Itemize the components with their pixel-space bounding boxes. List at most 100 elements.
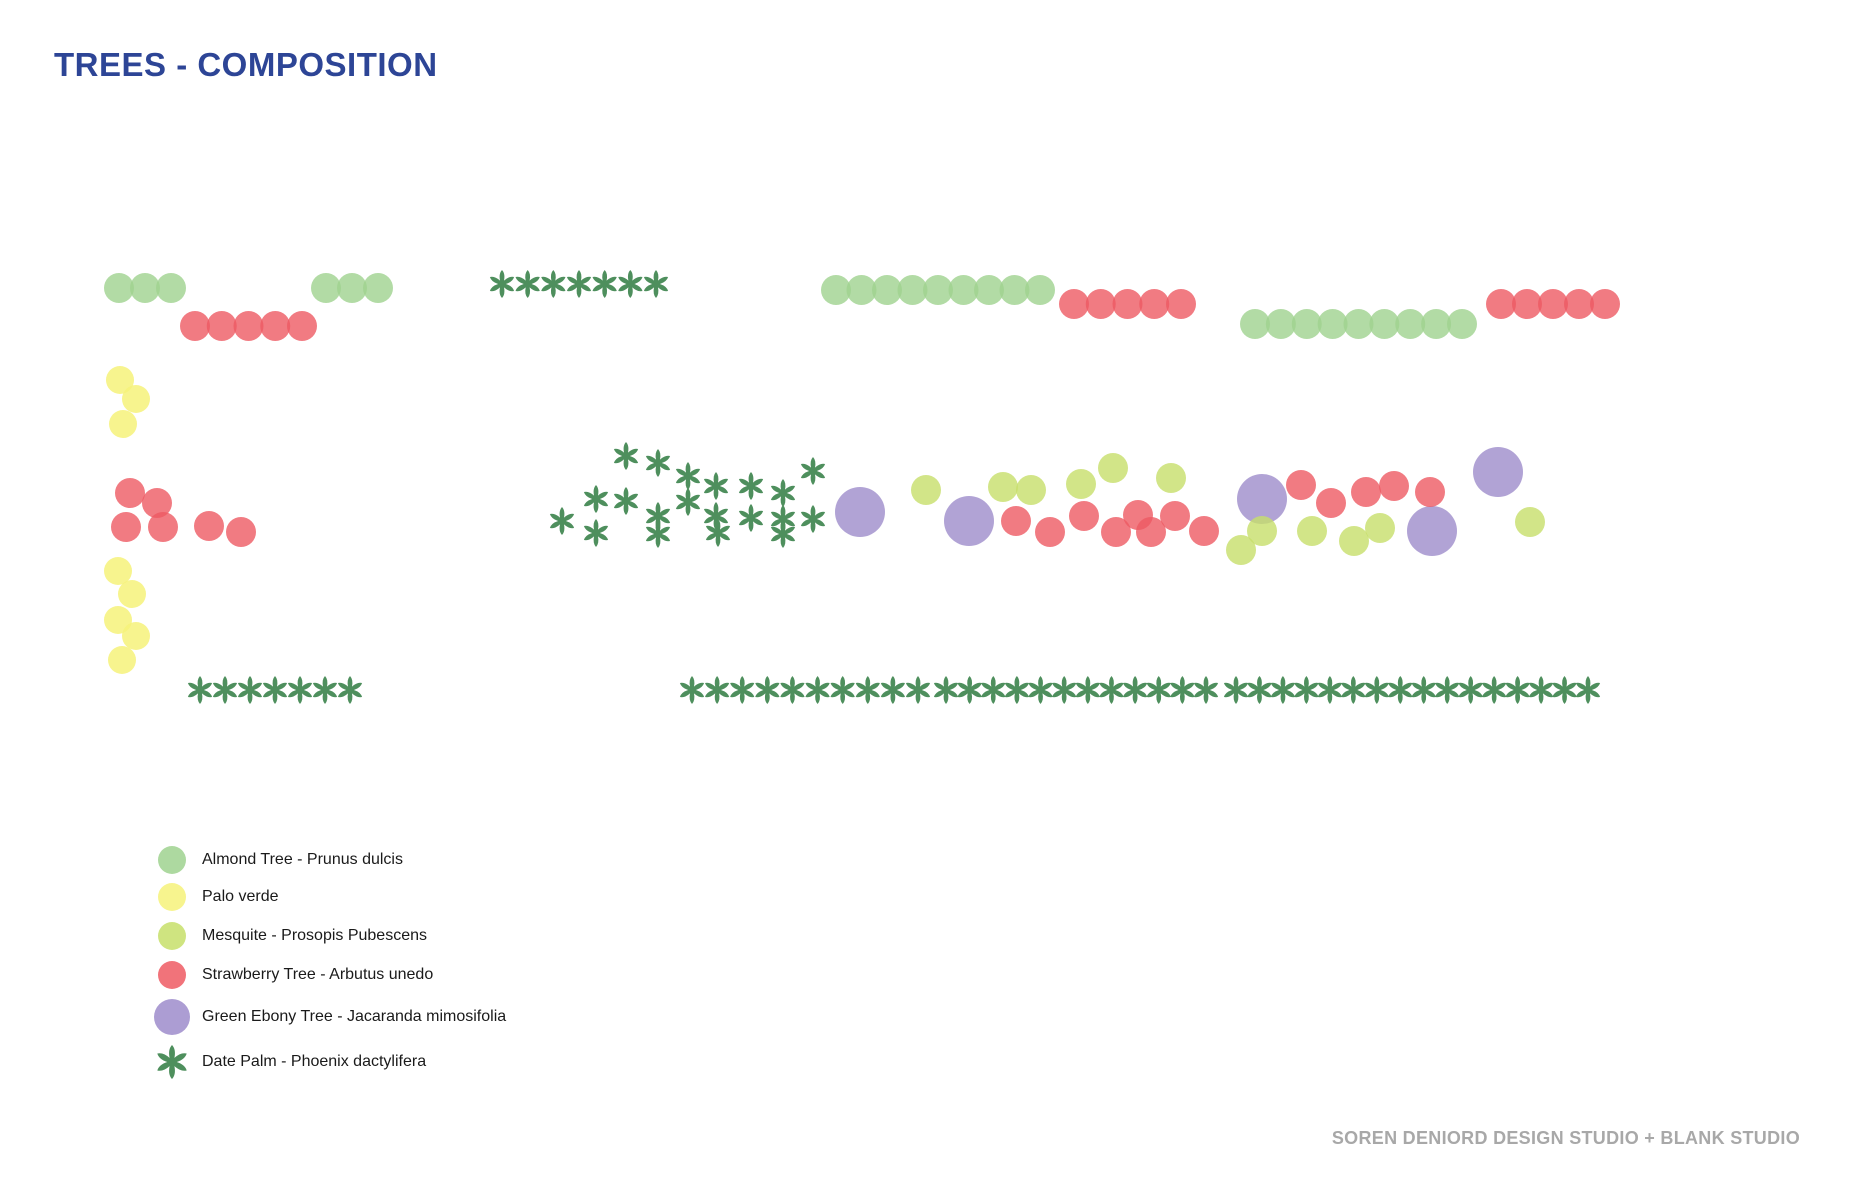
almond-tree-marker [1240,309,1270,339]
almond-tree-marker [337,273,367,303]
palm-tree-marker [1505,676,1530,704]
ebony-tree-marker [835,487,885,537]
large-circle-icon [150,999,194,1035]
mesquite-tree-marker [1247,516,1277,546]
palm-tree-marker [1482,676,1507,704]
strawberry-tree-marker [1286,470,1316,500]
strawberry-tree-marker [1136,517,1166,547]
palm-tree-marker [770,520,796,548]
palm-tree-marker [613,487,639,515]
palm-tree-marker [1247,676,1272,704]
almond-tree-marker [974,275,1004,305]
palm-tree-marker [675,488,701,516]
palo-tree-marker [104,606,132,634]
palm-tree-marker [1146,676,1171,704]
palm-tree-marker [287,676,313,704]
almond-tree-marker [846,275,877,305]
palm-tree-marker [592,270,617,298]
strawberry-tree-marker [226,517,256,547]
strawberry-tree-marker [1512,289,1542,319]
strawberry-tree-marker [206,311,237,341]
circle-icon [150,879,194,915]
palm-tree-marker [770,479,796,507]
strawberry-tree-marker [142,488,172,518]
palm-tree-marker [1388,676,1413,704]
legend-item-mesquite: Mesquite - Prosopis Pubescens [150,918,427,954]
mesquite-tree-marker [988,472,1018,502]
palm-tree-marker [800,457,826,485]
strawberry-tree-marker [1486,289,1516,319]
page-title: TREES - COMPOSITION [54,46,438,83]
palo-tree-marker [118,580,146,608]
palm-tree-marker [1052,676,1077,704]
strawberry-tree-marker [111,512,141,542]
legend-item-palm: Date Palm - Phoenix dactylifera [150,1044,426,1080]
mesquite-tree-marker [1297,516,1327,546]
ebony-tree-marker [1473,447,1523,497]
palm-tree-marker [549,507,575,535]
palm-tree-marker [1193,676,1219,704]
almond-tree-marker [897,275,928,305]
mesquite-tree-marker [1098,453,1128,483]
palm-tree-marker [679,676,705,704]
legend-item-ebony: Green Ebony Tree - Jacaranda mimosifolia [150,999,506,1035]
palm-tree-marker [770,505,796,533]
palm-tree-marker [730,676,755,704]
mesquite-tree-marker [1365,513,1395,543]
palm-tree-marker [705,676,730,704]
strawberry-tree-marker [1059,289,1089,319]
legend-label: Date Palm - Phoenix dactylifera [202,1053,427,1070]
circle-icon [150,957,194,993]
mesquite-tree-marker [1226,535,1256,565]
strawberry-tree-marker [1379,471,1409,501]
palm-tree-marker [1575,676,1601,704]
palm-tree-marker [1364,676,1389,704]
palm-tree-marker [1170,676,1195,704]
palm-tree-marker [703,502,729,530]
palm-tree-marker [830,676,855,704]
almond-tree-marker [1369,309,1400,339]
almond-tree-marker [156,273,186,303]
palm-tree-marker [1458,676,1483,704]
palm-tree-marker [905,676,931,704]
legend-label: Palo verde [202,888,279,905]
palm-tree-marker [187,676,213,704]
palm-tree-marker [262,676,288,704]
almond-tree-marker [1421,309,1452,339]
almond-tree-marker [1343,309,1374,339]
palm-tree-marker [780,676,805,704]
legend-item-almond: Almond Tree - Prunus dulcis [150,842,403,878]
almond-tree-marker [1265,309,1296,339]
strawberry-tree-marker [1001,506,1031,536]
strawberry-tree-marker [1101,517,1131,547]
legend-item-palo: Palo verde [150,879,279,915]
palm-tree-marker [1411,676,1436,704]
palm-tree-marker [566,270,592,298]
almond-tree-marker [821,275,851,305]
palm-tree-marker [705,519,731,547]
strawberry-tree-marker [1415,477,1445,507]
palm-tree-marker [613,442,639,470]
strawberry-tree-marker [1160,501,1190,531]
almond-tree-marker [923,275,953,305]
circle-icon [150,842,194,878]
palm-tree-marker [1341,676,1366,704]
palm-tree-marker [1552,676,1577,704]
studio-credit: SOREN DENIORD DESIGN STUDIO + BLANK STUD… [1331,1128,1800,1148]
palm-tree-marker [933,676,959,704]
palm-tree-marker [1528,676,1554,704]
mesquite-tree-marker [1156,463,1186,493]
strawberry-tree-marker [233,311,264,341]
almond-tree-marker [104,273,134,303]
palm-tree-marker [237,676,263,704]
palm-tree-marker [1317,676,1342,704]
palm-tree-marker [618,270,643,298]
palm-tree-marker [703,472,729,500]
palm-tree-marker [855,676,880,704]
palm-tree-marker [645,449,671,477]
palm-tree-marker [1435,676,1460,704]
palm-tree-marker [489,270,515,298]
legend-label: Strawberry Tree - Arbutus unedo [202,966,434,983]
palm-tree-marker [738,472,764,500]
palm-tree-marker [645,502,671,530]
